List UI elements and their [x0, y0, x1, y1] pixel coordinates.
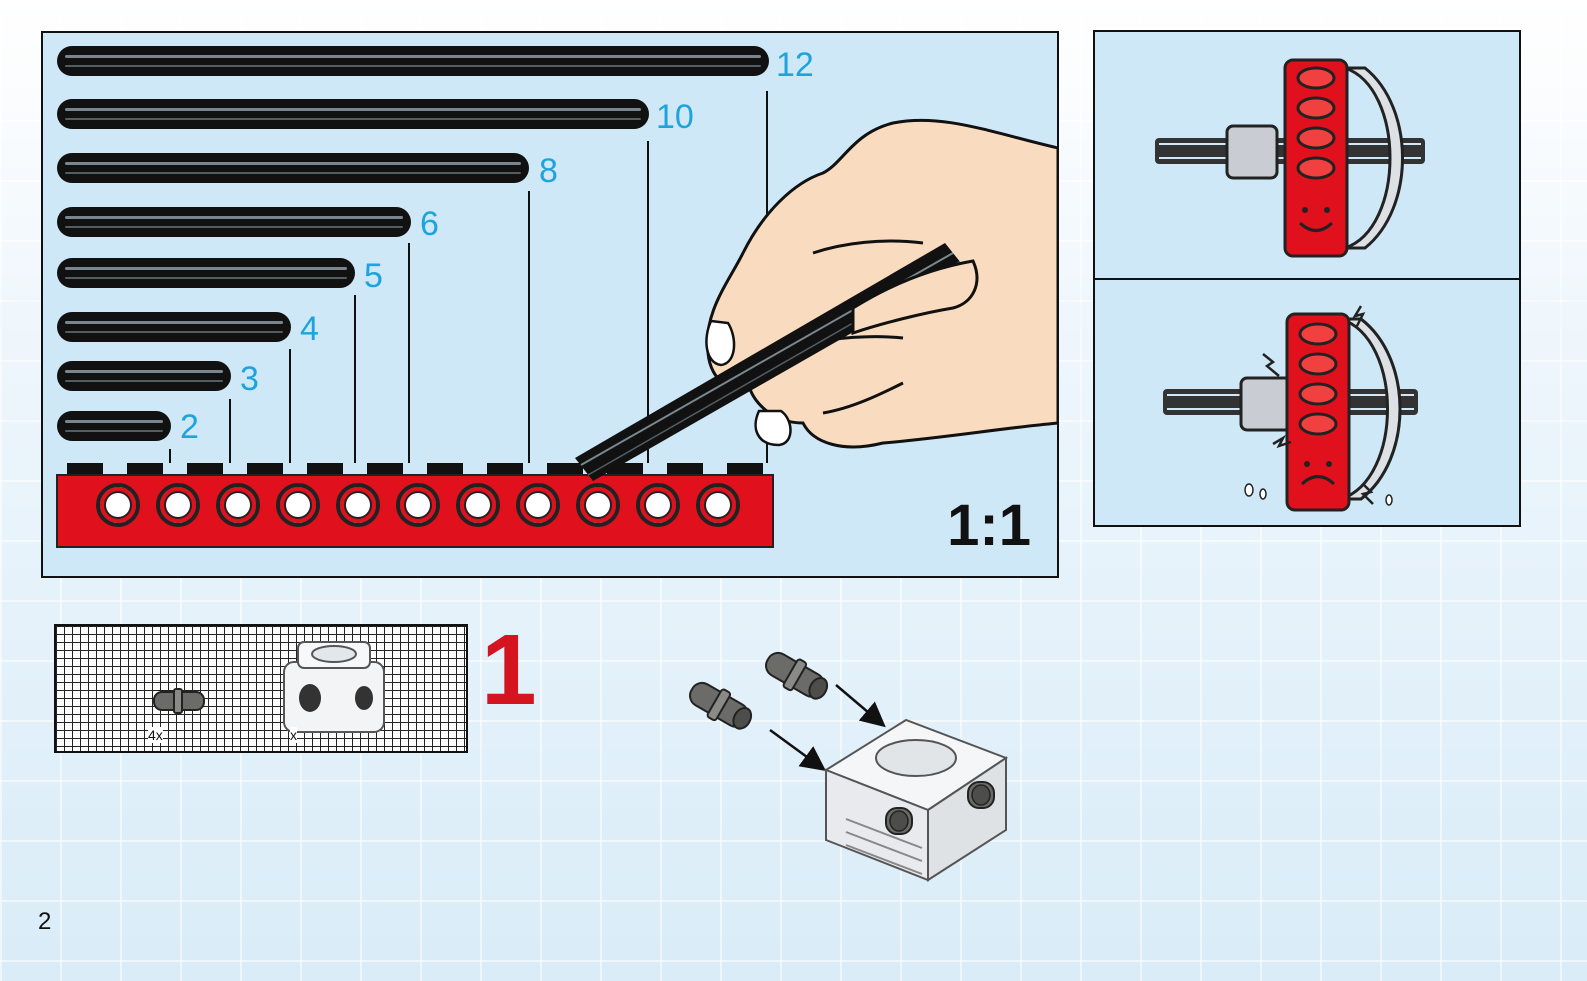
- beam-hole: [456, 483, 500, 527]
- correct-assembly-illustration: [1155, 58, 1455, 258]
- connector-peg: [760, 645, 833, 706]
- parts-list-box: 4x x: [54, 624, 468, 753]
- hand-holding-axle-illustration: [523, 93, 1059, 493]
- beam-hole: [396, 483, 440, 527]
- gear-assembly-comparison-panel: [1093, 30, 1521, 527]
- axle-label-5: 5: [364, 259, 383, 293]
- scale-label: 1:1: [947, 497, 1031, 555]
- axle-label-3: 3: [240, 362, 259, 396]
- axle-4: [57, 312, 291, 342]
- axle-label-2: 2: [180, 410, 199, 444]
- step-number: 1: [481, 620, 537, 720]
- part-quantity: x: [290, 727, 297, 743]
- connector-peg: [684, 675, 757, 736]
- axle-6: [57, 207, 411, 237]
- transparent-hub-part-icon: [276, 636, 392, 740]
- part-quantity: 4x: [148, 727, 163, 743]
- beam-hole: [216, 483, 260, 527]
- leader-line-6: [408, 243, 410, 463]
- axle-2: [57, 411, 171, 441]
- axle-12: [57, 46, 769, 76]
- axle-8: [57, 153, 529, 183]
- step-assembly-illustration: [696, 640, 1026, 890]
- leader-line-5: [354, 295, 356, 463]
- beam-hole: [156, 483, 200, 527]
- axle-label-4: 4: [300, 312, 319, 346]
- axle-3: [57, 361, 231, 391]
- leader-line-3: [229, 399, 231, 463]
- connector-peg-part-icon: [152, 684, 208, 718]
- axle-label-12: 12: [776, 48, 814, 82]
- axle-5: [57, 258, 355, 288]
- panel-divider: [1095, 278, 1519, 280]
- beam-hole: [96, 483, 140, 527]
- axle-ruler-panel: 12 10 8 6 5 4 3 2: [41, 31, 1059, 578]
- beam-hole: [276, 483, 320, 527]
- leader-line-2: [169, 449, 171, 463]
- page-number: 2: [38, 908, 51, 936]
- incorrect-assembly-illustration: [1163, 294, 1463, 514]
- axle-label-6: 6: [420, 207, 439, 241]
- beam-hole: [336, 483, 380, 527]
- transparent-hub: [826, 720, 1006, 880]
- leader-line-4: [289, 349, 291, 463]
